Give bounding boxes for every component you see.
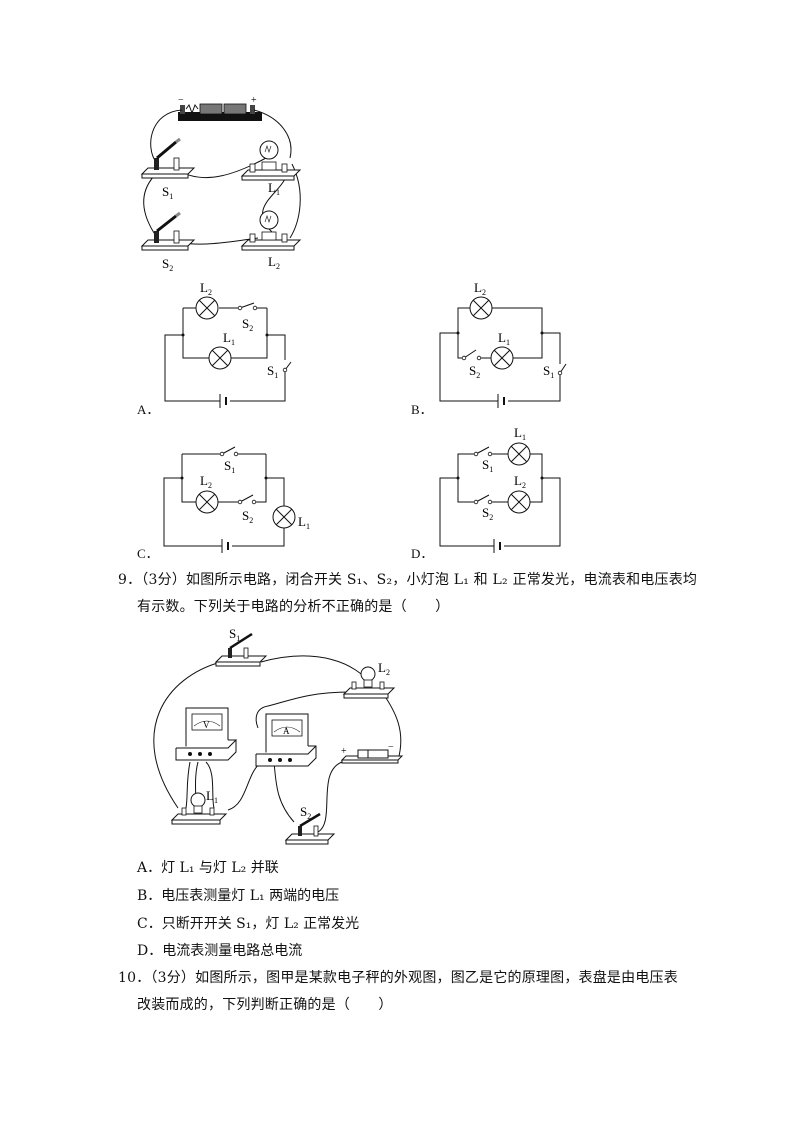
- q10-stem-line1: 10．（3分）如图所示，图甲是某款电子秤的外观图，图乙是它的原理图，表盘是由电压…: [118, 970, 678, 986]
- q8-option-d-diagram: L1 S1 L2 S2: [439, 425, 561, 553]
- battery-minus-sign: −: [178, 95, 184, 106]
- q9-stem-line2: 有示数。下列关于电路的分析不正确的是（ ）: [137, 599, 450, 615]
- q9-stem-line1: 9．（3分）如图所示电路，闭合开关 S₁、S₂，小灯泡 L₁ 和 L₂ 正常发光…: [118, 572, 698, 588]
- svg-text:L2: L2: [474, 280, 486, 297]
- q8-option-c-diagram: S1 L2 S2 L1: [163, 446, 310, 553]
- svg-text:L2: L2: [514, 473, 526, 490]
- lamp-l1: [170, 792, 228, 825]
- svg-text:L2: L2: [200, 280, 212, 297]
- voltmeter-v-label: V: [203, 720, 210, 730]
- battery-plus-sign: +: [341, 746, 347, 757]
- lamp-l1-symbol: [208, 346, 232, 370]
- switch-s2: [284, 812, 336, 845]
- q9-option-d[interactable]: D．电流表测量电路总电流: [137, 943, 303, 959]
- switch-s1: [140, 137, 196, 179]
- label-s2: S2: [300, 804, 311, 821]
- svg-text:S2: S2: [482, 505, 493, 522]
- q10-stem-line2: 改装而成的，下列判断正确的是（ ）: [137, 997, 393, 1013]
- battery-minus-sign: −: [388, 742, 394, 753]
- q8-option-b-diagram: L2 L1 S2 S1: [439, 280, 567, 408]
- q8-option-b-letter[interactable]: B．: [411, 402, 433, 417]
- q8-option-a-diagram: L2 S2 L1 S1: [164, 280, 292, 408]
- battery-plus-sign: +: [251, 95, 257, 106]
- battery: [340, 749, 404, 764]
- q8-option-c-letter[interactable]: C．: [137, 546, 159, 561]
- lamp-l1: [240, 140, 302, 181]
- lamp-l2-symbol: [195, 296, 219, 320]
- switch-s1: [214, 632, 268, 667]
- battery-pack: [178, 103, 262, 121]
- svg-text:L1: L1: [298, 514, 310, 531]
- label-l1: L1: [268, 180, 280, 197]
- svg-text:S1: S1: [482, 457, 493, 474]
- q9-option-b[interactable]: B．电压表测量灯 L₁ 两端的电压: [137, 888, 340, 904]
- ammeter-a-label: A: [283, 726, 290, 736]
- svg-text:S1: S1: [543, 363, 554, 380]
- q8-option-a-letter[interactable]: A．: [137, 402, 160, 417]
- q9-option-c[interactable]: C．只断开开关 S₁，灯 L₂ 正常发光: [137, 916, 360, 932]
- label-s2: S2: [162, 256, 173, 272]
- lamp-l2: [240, 210, 302, 251]
- label-l1: L1: [206, 788, 218, 805]
- voltmeter: [175, 707, 238, 761]
- svg-text:S1: S1: [267, 363, 278, 380]
- svg-text:S1: S1: [224, 458, 235, 475]
- svg-text:S2: S2: [242, 316, 253, 333]
- svg-text:L2: L2: [200, 473, 212, 490]
- switch-s2: [140, 211, 196, 251]
- ammeter: [255, 713, 317, 767]
- lamp-l2: [342, 666, 396, 699]
- label-l2: L2: [268, 254, 280, 271]
- svg-text:L1: L1: [223, 330, 235, 347]
- svg-text:S2: S2: [469, 363, 480, 380]
- svg-text:L1: L1: [498, 330, 510, 347]
- label-s1: S1: [229, 626, 240, 643]
- q8-physical-circuit-figure: − + S1 L1 S2: [140, 95, 302, 272]
- label-l2: L2: [378, 660, 390, 677]
- q9-option-a[interactable]: A．灯 L₁ 与灯 L₂ 并联: [137, 860, 279, 876]
- q9-physical-circuit-figure: S1 L2 V A + −: [153, 626, 404, 845]
- q8-option-d-letter[interactable]: D．: [411, 546, 434, 561]
- svg-text:L1: L1: [514, 425, 526, 442]
- label-s1: S1: [162, 184, 173, 201]
- svg-text:S2: S2: [242, 508, 253, 525]
